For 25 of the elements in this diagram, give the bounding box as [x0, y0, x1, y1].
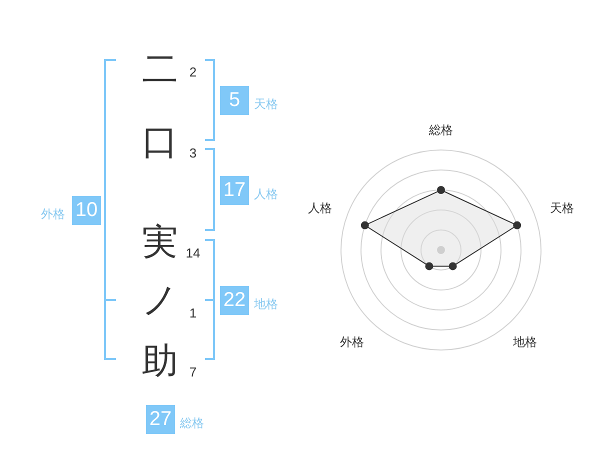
- score-box: 22: [220, 286, 249, 315]
- category-label: 天格: [254, 98, 278, 110]
- score-box: 10: [72, 196, 101, 225]
- category-label: 地格: [254, 298, 278, 310]
- stroke-count: 14: [186, 246, 200, 260]
- kanji-character: 口: [142, 124, 178, 160]
- kanji-character: ノ: [142, 282, 178, 318]
- score-box: 17: [220, 176, 249, 205]
- axis-label: 総格: [429, 124, 453, 136]
- axis-label: 外格: [340, 336, 364, 348]
- category-label: 人格: [254, 188, 278, 200]
- axis-label: 地格: [513, 336, 537, 348]
- stroke-count: 1: [189, 306, 197, 320]
- score-box: 5: [220, 86, 249, 115]
- axis-label: 人格: [308, 202, 332, 214]
- kanji-character: 実: [142, 224, 178, 260]
- stroke-count: 7: [189, 366, 197, 378]
- stroke-count: 3: [189, 146, 197, 160]
- score-box: 27: [146, 405, 175, 434]
- axis-label: 天格: [550, 202, 574, 214]
- kanji-character: 助: [142, 343, 178, 379]
- kanji-character: 二: [142, 51, 178, 87]
- category-label: 総格: [180, 417, 204, 429]
- stroke-count: 2: [189, 66, 197, 78]
- category-label: 外格: [41, 208, 65, 220]
